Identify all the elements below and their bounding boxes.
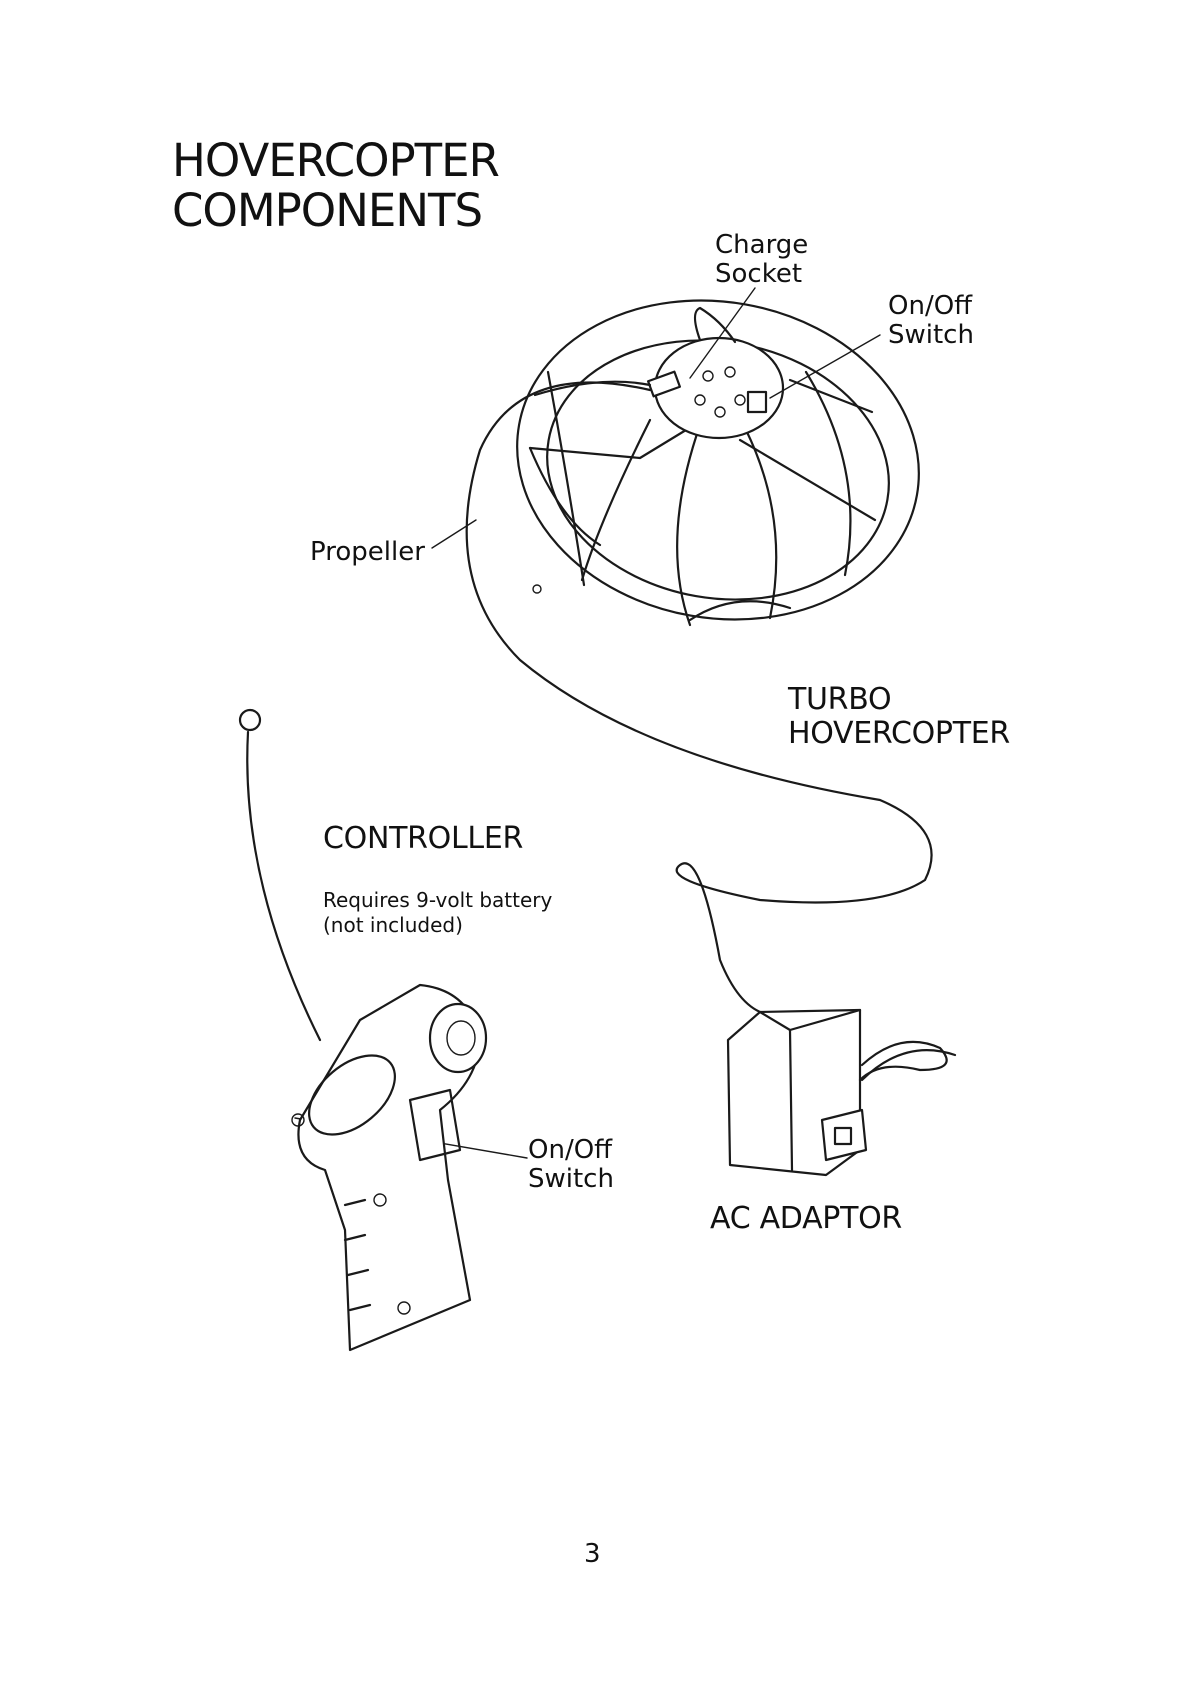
turbo-hovercopter-label-line1: TURBO [788, 683, 1010, 717]
hovercopter-switch [748, 392, 766, 412]
hovercopter-switch-label: On/Off Switch [888, 292, 974, 350]
antenna [247, 732, 320, 1040]
charge-socket-label: Charge Socket [715, 231, 808, 289]
hovercopter-switch-label-line1: On/Off [888, 292, 974, 321]
battery-note: Requires 9-volt battery (not included) [323, 888, 552, 938]
antenna-tip [240, 710, 260, 730]
hovercopter-switch-leader [770, 335, 880, 398]
turbo-hovercopter-label-line2: HOVERCOPTER [788, 717, 1010, 751]
ac-adaptor-drawing [728, 1010, 955, 1175]
charge-socket-label-line1: Charge [715, 231, 808, 260]
battery-note-line1: Requires 9-volt battery [323, 888, 552, 913]
hovercopter-switch-label-line2: Switch [888, 321, 974, 350]
hovercopter-drawing [492, 269, 945, 650]
charge-socket-label-line2: Socket [715, 260, 808, 289]
controller-label: CONTROLLER [323, 822, 523, 856]
ac-adaptor-label: AC ADAPTOR [710, 1202, 902, 1236]
propeller-label: Propeller [310, 538, 425, 567]
controller-switch-label: On/Off Switch [528, 1136, 614, 1194]
controller-switch-label-line1: On/Off [528, 1136, 614, 1165]
propeller-leader [432, 520, 476, 548]
controller-switch-label-line2: Switch [528, 1165, 614, 1194]
battery-note-line2: (not included) [323, 913, 552, 938]
turbo-hovercopter-label: TURBO HOVERCOPTER [788, 683, 1010, 750]
page-number: 3 [584, 1540, 601, 1569]
controller-drawing [240, 710, 486, 1350]
